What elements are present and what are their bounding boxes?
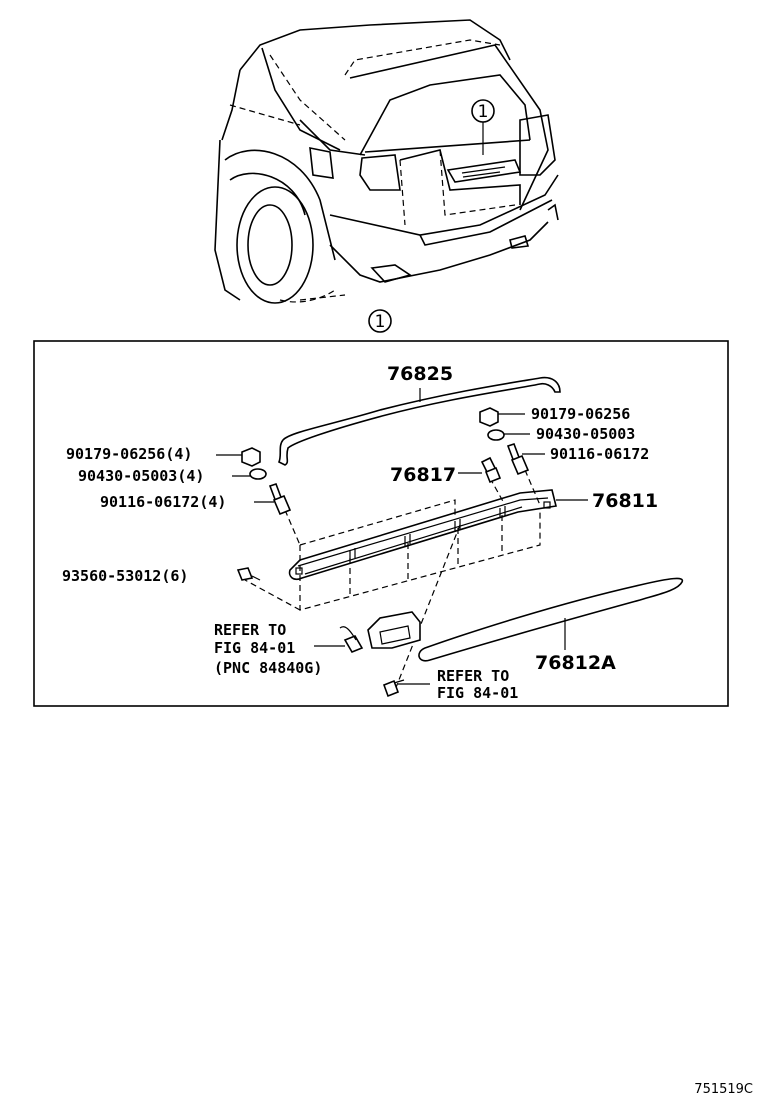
label-93560: 93560-53012(6) xyxy=(62,567,188,585)
fastener-bolt-right xyxy=(506,442,545,476)
fastener-nut-right xyxy=(479,407,525,427)
fastener-screw-bottom xyxy=(382,679,430,698)
label-90430-left: 90430-05003(4) xyxy=(78,467,204,485)
fastener-washer-left xyxy=(232,468,267,480)
figure-code: 751519C xyxy=(694,1082,753,1097)
label-90179-left: 90179-06256(4) xyxy=(66,445,192,463)
label-90179-right: 90179-06256 xyxy=(531,405,630,423)
ref1-line3: (PNC 84840G) xyxy=(214,659,322,677)
ref2-line2: FIG 84-01 xyxy=(437,684,518,702)
fastener-nut-left xyxy=(216,447,261,467)
label-76811: 76811 xyxy=(592,490,658,512)
ref1-line2: FIG 84-01 xyxy=(214,639,295,657)
assembly-guide-lines xyxy=(244,469,541,691)
ref1-line1: REFER TO xyxy=(214,621,286,639)
detail-callout-number: 1 xyxy=(375,312,386,332)
detail-callout: 1 xyxy=(368,309,392,333)
vehicle-callout-number: 1 xyxy=(478,102,489,122)
vehicle-rear-illustration: 1 xyxy=(214,19,559,304)
fastener-clip-left xyxy=(236,567,261,581)
detail-frame xyxy=(33,340,729,707)
ref2-line1: REFER TO xyxy=(437,667,509,685)
label-76812A: 76812A xyxy=(535,652,616,674)
part-76812A-garnish xyxy=(418,577,684,662)
label-76817: 76817 xyxy=(390,464,456,486)
fastener-washer-right xyxy=(487,429,530,441)
label-90116-right: 90116-06172 xyxy=(550,445,649,463)
label-90430-right: 90430-05003 xyxy=(536,425,635,443)
fastener-bolt-left xyxy=(254,482,292,516)
part-76825-moulding xyxy=(277,376,561,466)
fastener-clip-76817 xyxy=(458,456,502,484)
label-90116-left: 90116-06172(4) xyxy=(100,493,226,511)
license-lamp-assembly xyxy=(314,611,421,653)
part-76811-garnish xyxy=(288,489,557,581)
label-76825: 76825 xyxy=(387,363,453,385)
